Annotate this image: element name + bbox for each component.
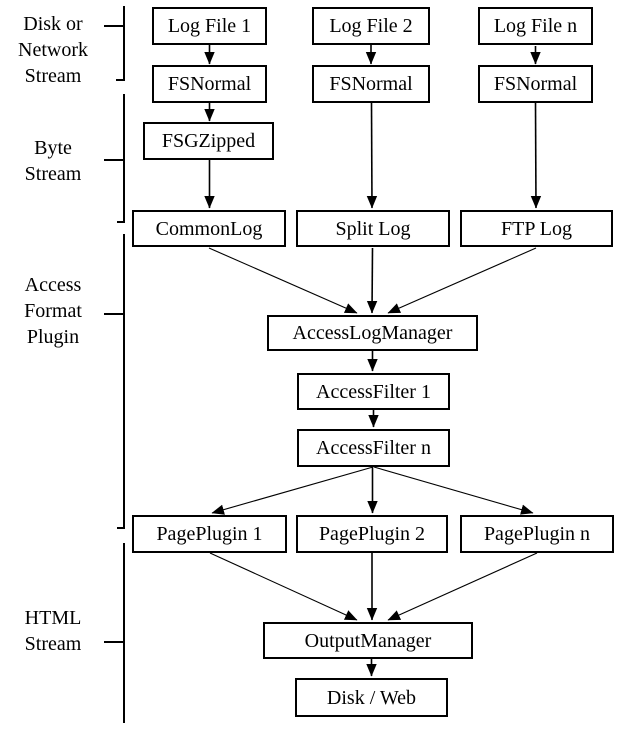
edge-ftplog-accesslogmanager (387, 247, 537, 314)
node-log-file-2: Log File 2 (312, 7, 430, 45)
node-commonlog: CommonLog (132, 210, 286, 247)
node-pageplugin-1: PagePlugin 1 (132, 515, 287, 553)
section-label-html-stream: HTML Stream (24, 607, 82, 655)
node-fsnormal-1: FSNormal (152, 65, 267, 103)
section-label-access-format-plugin: Access Format Plugin (24, 274, 82, 348)
node-ftplog: FTP Log (460, 210, 613, 247)
node-accessfilter-n: AccessFilter n (297, 429, 450, 467)
edge-commonlog-accesslogmanager (208, 247, 358, 314)
node-pageplugin-n: PagePlugin n (460, 515, 614, 553)
node-disk-web: Disk / Web (295, 678, 448, 717)
edge-fsnormal2-splitlog (366, 102, 378, 209)
straight-arrows (204, 45, 542, 677)
section-label-disk-network: Disk or Network Stream (18, 13, 88, 87)
node-fsnormal-3: FSNormal (478, 65, 593, 103)
node-pageplugin-2: PagePlugin 2 (296, 515, 448, 553)
node-log-file-1: Log File 1 (152, 7, 267, 45)
edge-pageplugin1-outputmanager (209, 552, 358, 621)
node-splitlog: Split Log (296, 210, 450, 247)
node-accessfilter-1: AccessFilter 1 (297, 373, 450, 410)
node-outputmanager: OutputManager (263, 622, 473, 659)
node-fsgzipped: FSGZipped (143, 122, 274, 160)
section-label-byte-stream: Byte Stream (24, 137, 82, 185)
edge-accessfiltern-pagepluginn (373, 466, 534, 515)
node-fsnormal-2: FSNormal (312, 65, 430, 103)
diagonal-arrows (208, 247, 538, 621)
edge-pagepluginn-outputmanager (387, 552, 538, 621)
section-axis (104, 6, 125, 723)
edge-fsnormal3-ftplog (530, 102, 542, 209)
edge-splitlog-accesslogmanager (366, 247, 378, 314)
node-accesslogmanager: AccessLogManager (267, 315, 478, 351)
node-log-file-n: Log File n (478, 7, 593, 45)
edge-accessfiltern-pageplugin1 (211, 466, 374, 515)
